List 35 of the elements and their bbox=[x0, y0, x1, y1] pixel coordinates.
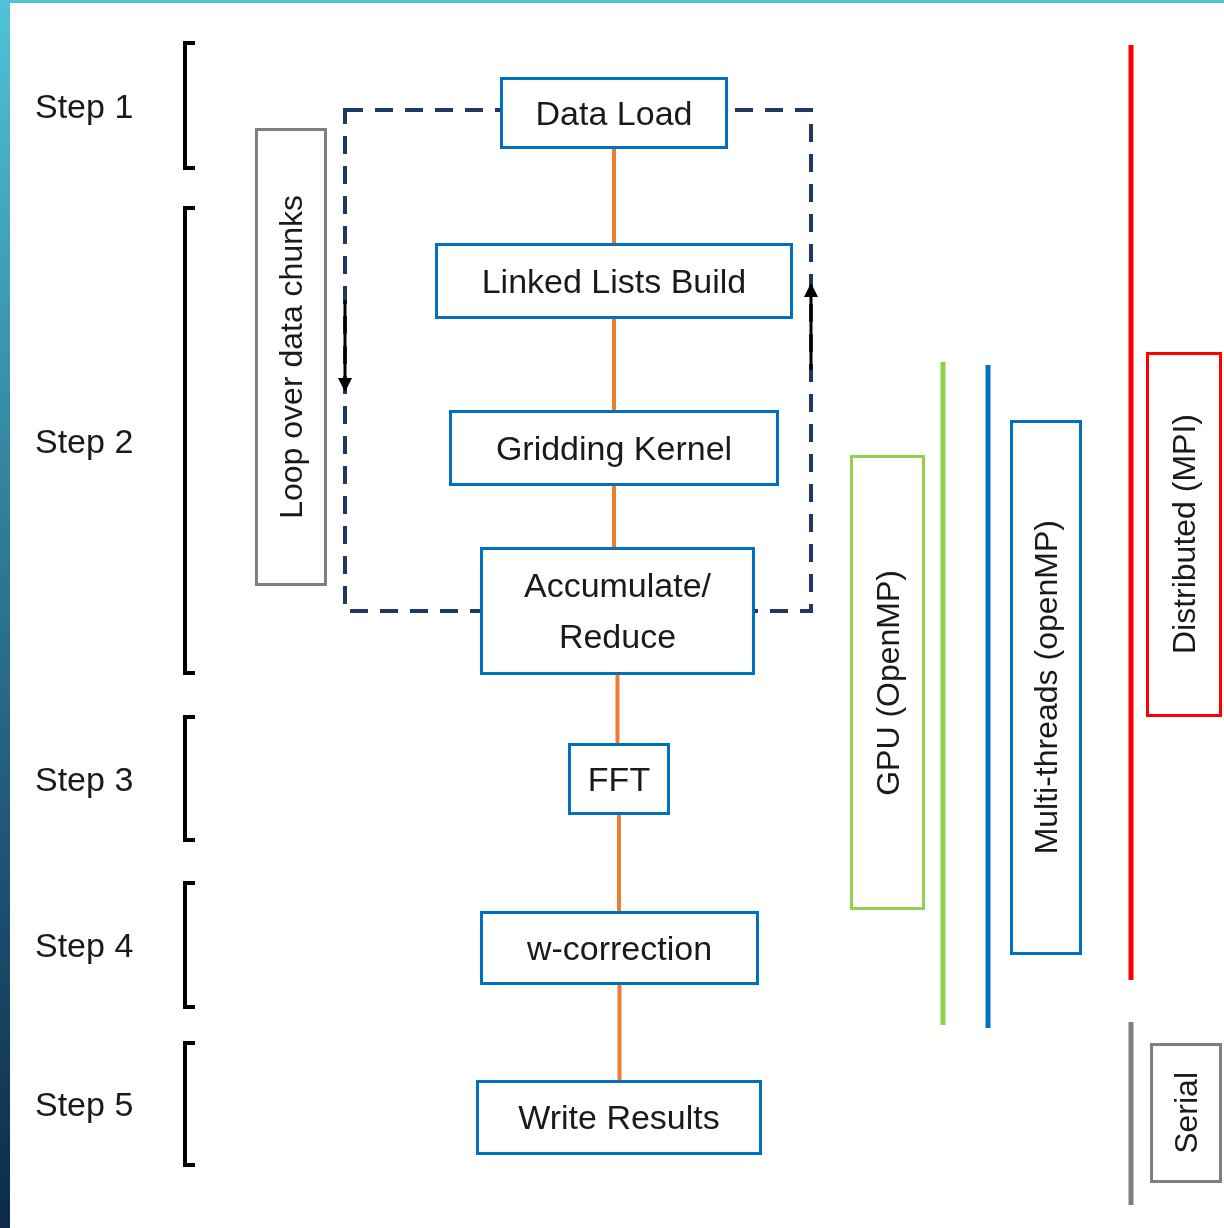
loop-label-box bbox=[255, 128, 327, 586]
scope-label-box bbox=[1146, 352, 1222, 717]
step-label: Step 3 bbox=[35, 761, 134, 796]
connector-line bbox=[612, 486, 616, 547]
node-text: Distributed (MPI) bbox=[1168, 414, 1200, 655]
process-box bbox=[480, 547, 755, 675]
process-box bbox=[568, 743, 670, 815]
scope-label-box bbox=[1150, 1043, 1222, 1183]
step-label: Step 2 bbox=[35, 423, 134, 458]
node-text: Data Load bbox=[534, 92, 694, 134]
process-box bbox=[500, 77, 728, 149]
node-text: w-correction bbox=[525, 927, 714, 969]
node-text: FFT bbox=[586, 758, 652, 800]
node-text: Multi-threads (openMP) bbox=[1030, 520, 1062, 855]
node-text: Linked Lists Build bbox=[480, 260, 748, 302]
connector-line bbox=[612, 319, 616, 410]
node-text: Write Results bbox=[517, 1097, 721, 1138]
node-text: Gridding Kernel bbox=[494, 427, 734, 469]
scope-label-box bbox=[1010, 420, 1082, 955]
step-label: Step 1 bbox=[35, 88, 134, 123]
node-text: GPU (OpenMP) bbox=[871, 569, 904, 796]
node-text: Serial bbox=[1170, 1072, 1202, 1154]
connector-line bbox=[612, 149, 616, 243]
connector-line bbox=[617, 985, 622, 1080]
step-label: Step 5 bbox=[35, 1087, 134, 1121]
process-box bbox=[480, 911, 759, 985]
connector-line bbox=[617, 815, 621, 911]
scope-label-box bbox=[850, 455, 925, 910]
process-box bbox=[435, 243, 793, 319]
connector-line bbox=[615, 675, 620, 743]
step-label: Step 4 bbox=[35, 928, 134, 962]
process-box bbox=[476, 1080, 762, 1155]
node-text: Loop over data chunks bbox=[275, 195, 307, 519]
node-text: Accumulate/ Reduce bbox=[522, 565, 713, 657]
process-box bbox=[449, 410, 779, 486]
